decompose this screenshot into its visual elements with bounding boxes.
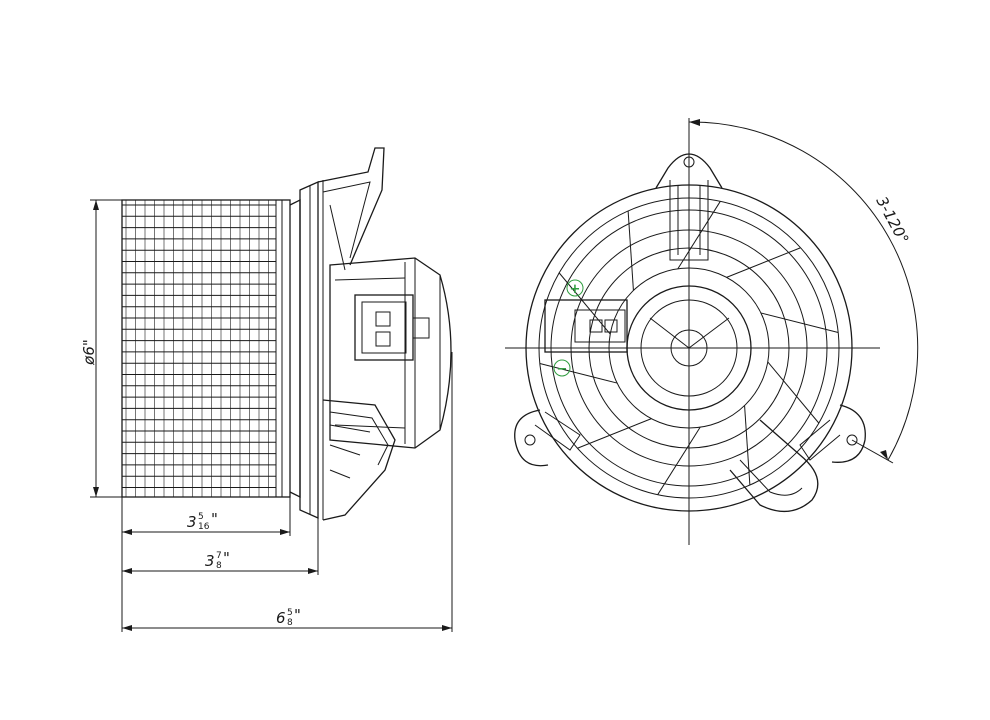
front-view: + − (505, 118, 880, 545)
diameter-label: ø6" (80, 339, 98, 366)
mount-ear-left (514, 409, 549, 467)
positive-terminal-icon (566, 279, 584, 297)
mount-ear-top (655, 153, 723, 189)
housing-rib (627, 210, 634, 291)
outlet-duct (729, 419, 819, 512)
housing-rib (726, 247, 801, 278)
connector (354, 294, 414, 361)
housing-ribs (539, 201, 839, 495)
side-view (121, 147, 452, 521)
housing-rib (558, 272, 611, 335)
length-housing-unit: " (223, 549, 230, 567)
angle-arc (688, 121, 919, 461)
housing-flange-left (289, 198, 301, 499)
housing-outer (525, 184, 853, 512)
fan-wheel (121, 199, 291, 498)
mount-bracket (317, 147, 385, 266)
housing-rib (657, 426, 701, 495)
length-body-unit: " (211, 510, 218, 528)
housing-rib (677, 201, 721, 270)
length-total-whole: 6 (276, 609, 286, 627)
fan-blades (122, 200, 276, 497)
length-total-dimension: 6 5 8 " (122, 606, 452, 631)
length-body-den: 16 (198, 522, 210, 532)
length-housing-whole: 3 (205, 552, 215, 570)
negative-terminal-icon (553, 359, 571, 377)
length-body-dimension: 3 5 16 " (122, 510, 290, 535)
length-total-unit: " (294, 606, 301, 624)
housing-rib (760, 312, 839, 333)
mount-ear-right (831, 404, 866, 463)
length-housing-num: 7 (216, 551, 222, 561)
diameter-dimension: ø6" (80, 199, 122, 498)
length-body-num: 5 (198, 512, 204, 522)
front-connector (544, 299, 628, 353)
housing-rib (539, 363, 618, 384)
positive-terminal: + (570, 282, 581, 297)
length-housing-dimension: 3 7 8 " (122, 549, 318, 574)
length-total-num: 5 (287, 608, 293, 618)
length-body-whole: 3 (187, 513, 197, 531)
lower-duct (322, 399, 396, 521)
housing-rib (744, 405, 751, 486)
housing-rib (577, 418, 652, 449)
length-total-den: 8 (287, 618, 293, 628)
negative-terminal: − (557, 362, 568, 377)
housing-flange (299, 180, 319, 520)
length-housing-den: 8 (216, 561, 222, 571)
mount-angle-dimension: 3-120° (688, 119, 919, 464)
housing-rib (767, 361, 820, 424)
